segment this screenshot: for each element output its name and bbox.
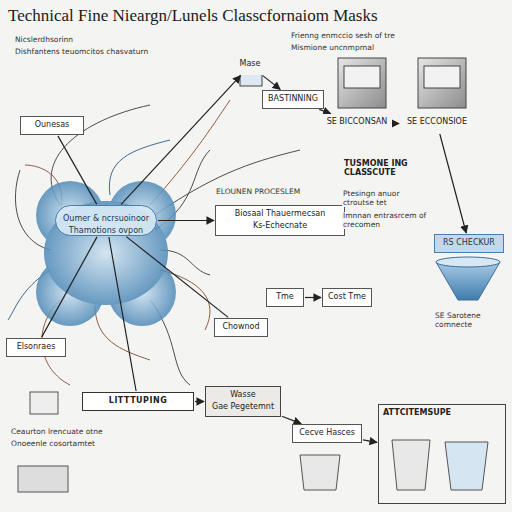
- node-text: Thamotions ovpon: [62, 226, 150, 235]
- note-text: Frienng enmccio sesh of tre: [290, 32, 396, 41]
- banner-bar: LITTTUPING: [82, 392, 194, 411]
- connector: [58, 136, 97, 204]
- section-heading: TUSMONE ING CLASSCUTE: [340, 156, 432, 184]
- node-heading: Cecve Hasces: [297, 428, 357, 437]
- node-heading: Ounesas: [25, 120, 79, 129]
- process-box: Cecve Hasces: [292, 424, 362, 443]
- node-heading: Biosaal Thauermecsan: [220, 209, 340, 218]
- connector: [126, 237, 228, 318]
- connector: [121, 76, 240, 205]
- connector: [109, 237, 136, 391]
- process-box: Ounesas: [20, 116, 84, 135]
- machine-label: SE BICCONSAN: [322, 114, 392, 133]
- node-heading: Elsonraes: [11, 342, 61, 351]
- process-box: Cost Tme: [322, 288, 372, 307]
- connector: [440, 134, 466, 233]
- note-text: Ceaurton lrencuate otne: [10, 428, 104, 437]
- note-text: ELOUNEN PROCESLEM: [215, 188, 301, 197]
- node-heading: SE ECCONSIOE: [404, 117, 470, 126]
- diagram-title: Technical Fine Nieargn/Lunels Classcforn…: [8, 6, 378, 26]
- illustration-box: ATTCITEMSUPE: [378, 404, 506, 504]
- connector: [305, 297, 321, 298]
- node-heading: Mase: [230, 59, 270, 68]
- node-heading: TUSMONE ING CLASSCUTE: [344, 159, 428, 177]
- connector: [263, 76, 280, 90]
- node-heading: ATTCITEMSUPE: [383, 408, 501, 417]
- icon-label: Mase: [226, 56, 274, 75]
- node-heading: SE BICCONSAN: [326, 117, 388, 126]
- machine-label: SE ECCONSIOE: [400, 114, 474, 133]
- connector: [42, 237, 97, 337]
- wire-bundle: [8, 100, 300, 385]
- node-heading: Wasse: [210, 390, 276, 399]
- connector: [195, 401, 204, 402]
- note-text: SE Sarotene comnecte: [434, 312, 508, 329]
- note-text: Dishfantens teuomcitos chasvaturn: [14, 48, 149, 57]
- blue-cluster: [36, 181, 176, 326]
- funnel-icon: [436, 257, 500, 300]
- node-heading: Chownod: [219, 322, 263, 331]
- note-text: Ptesingn anuor ctroutse tet: [342, 190, 432, 207]
- arrow-box: WasseGae Pegetemnt: [205, 386, 281, 417]
- node-heading: LITTTUPING: [87, 396, 189, 405]
- process-box: Chownod: [214, 318, 268, 337]
- node-heading: RS CHECKUR: [439, 238, 499, 247]
- node-text: Ks-Echecnate: [220, 221, 340, 230]
- node-text: Gae Pegetemnt: [210, 402, 276, 411]
- connector: [158, 220, 214, 221]
- process-box: Tme: [266, 288, 304, 307]
- node-heading: Tme: [271, 292, 299, 301]
- process-box: BASTINNING: [262, 90, 324, 109]
- note-text: Onoeenle cosortamtet: [10, 440, 96, 449]
- connector: [319, 109, 330, 113]
- note-text: Mismione uncnmprnal: [290, 44, 375, 53]
- process-box: Elsonraes: [6, 338, 66, 357]
- note-text: Nicslerdhsorinn: [14, 36, 74, 45]
- connector: [393, 123, 399, 124]
- info-box: Biosaal ThauermecsanKs-Echecnate: [215, 205, 345, 236]
- cluster-core: Oumer & ncrsuoinoorThamotions ovpon: [55, 205, 157, 236]
- node-heading: Cost Tme: [327, 292, 367, 301]
- connector: [363, 440, 377, 443]
- connector: [282, 416, 301, 423]
- funnel-label: RS CHECKUR: [434, 234, 504, 253]
- node-heading: Oumer & ncrsuoinoor: [62, 214, 150, 223]
- note-text: Imnnan entrasrcem of crecomen: [342, 212, 432, 229]
- node-heading: BASTINNING: [267, 94, 319, 103]
